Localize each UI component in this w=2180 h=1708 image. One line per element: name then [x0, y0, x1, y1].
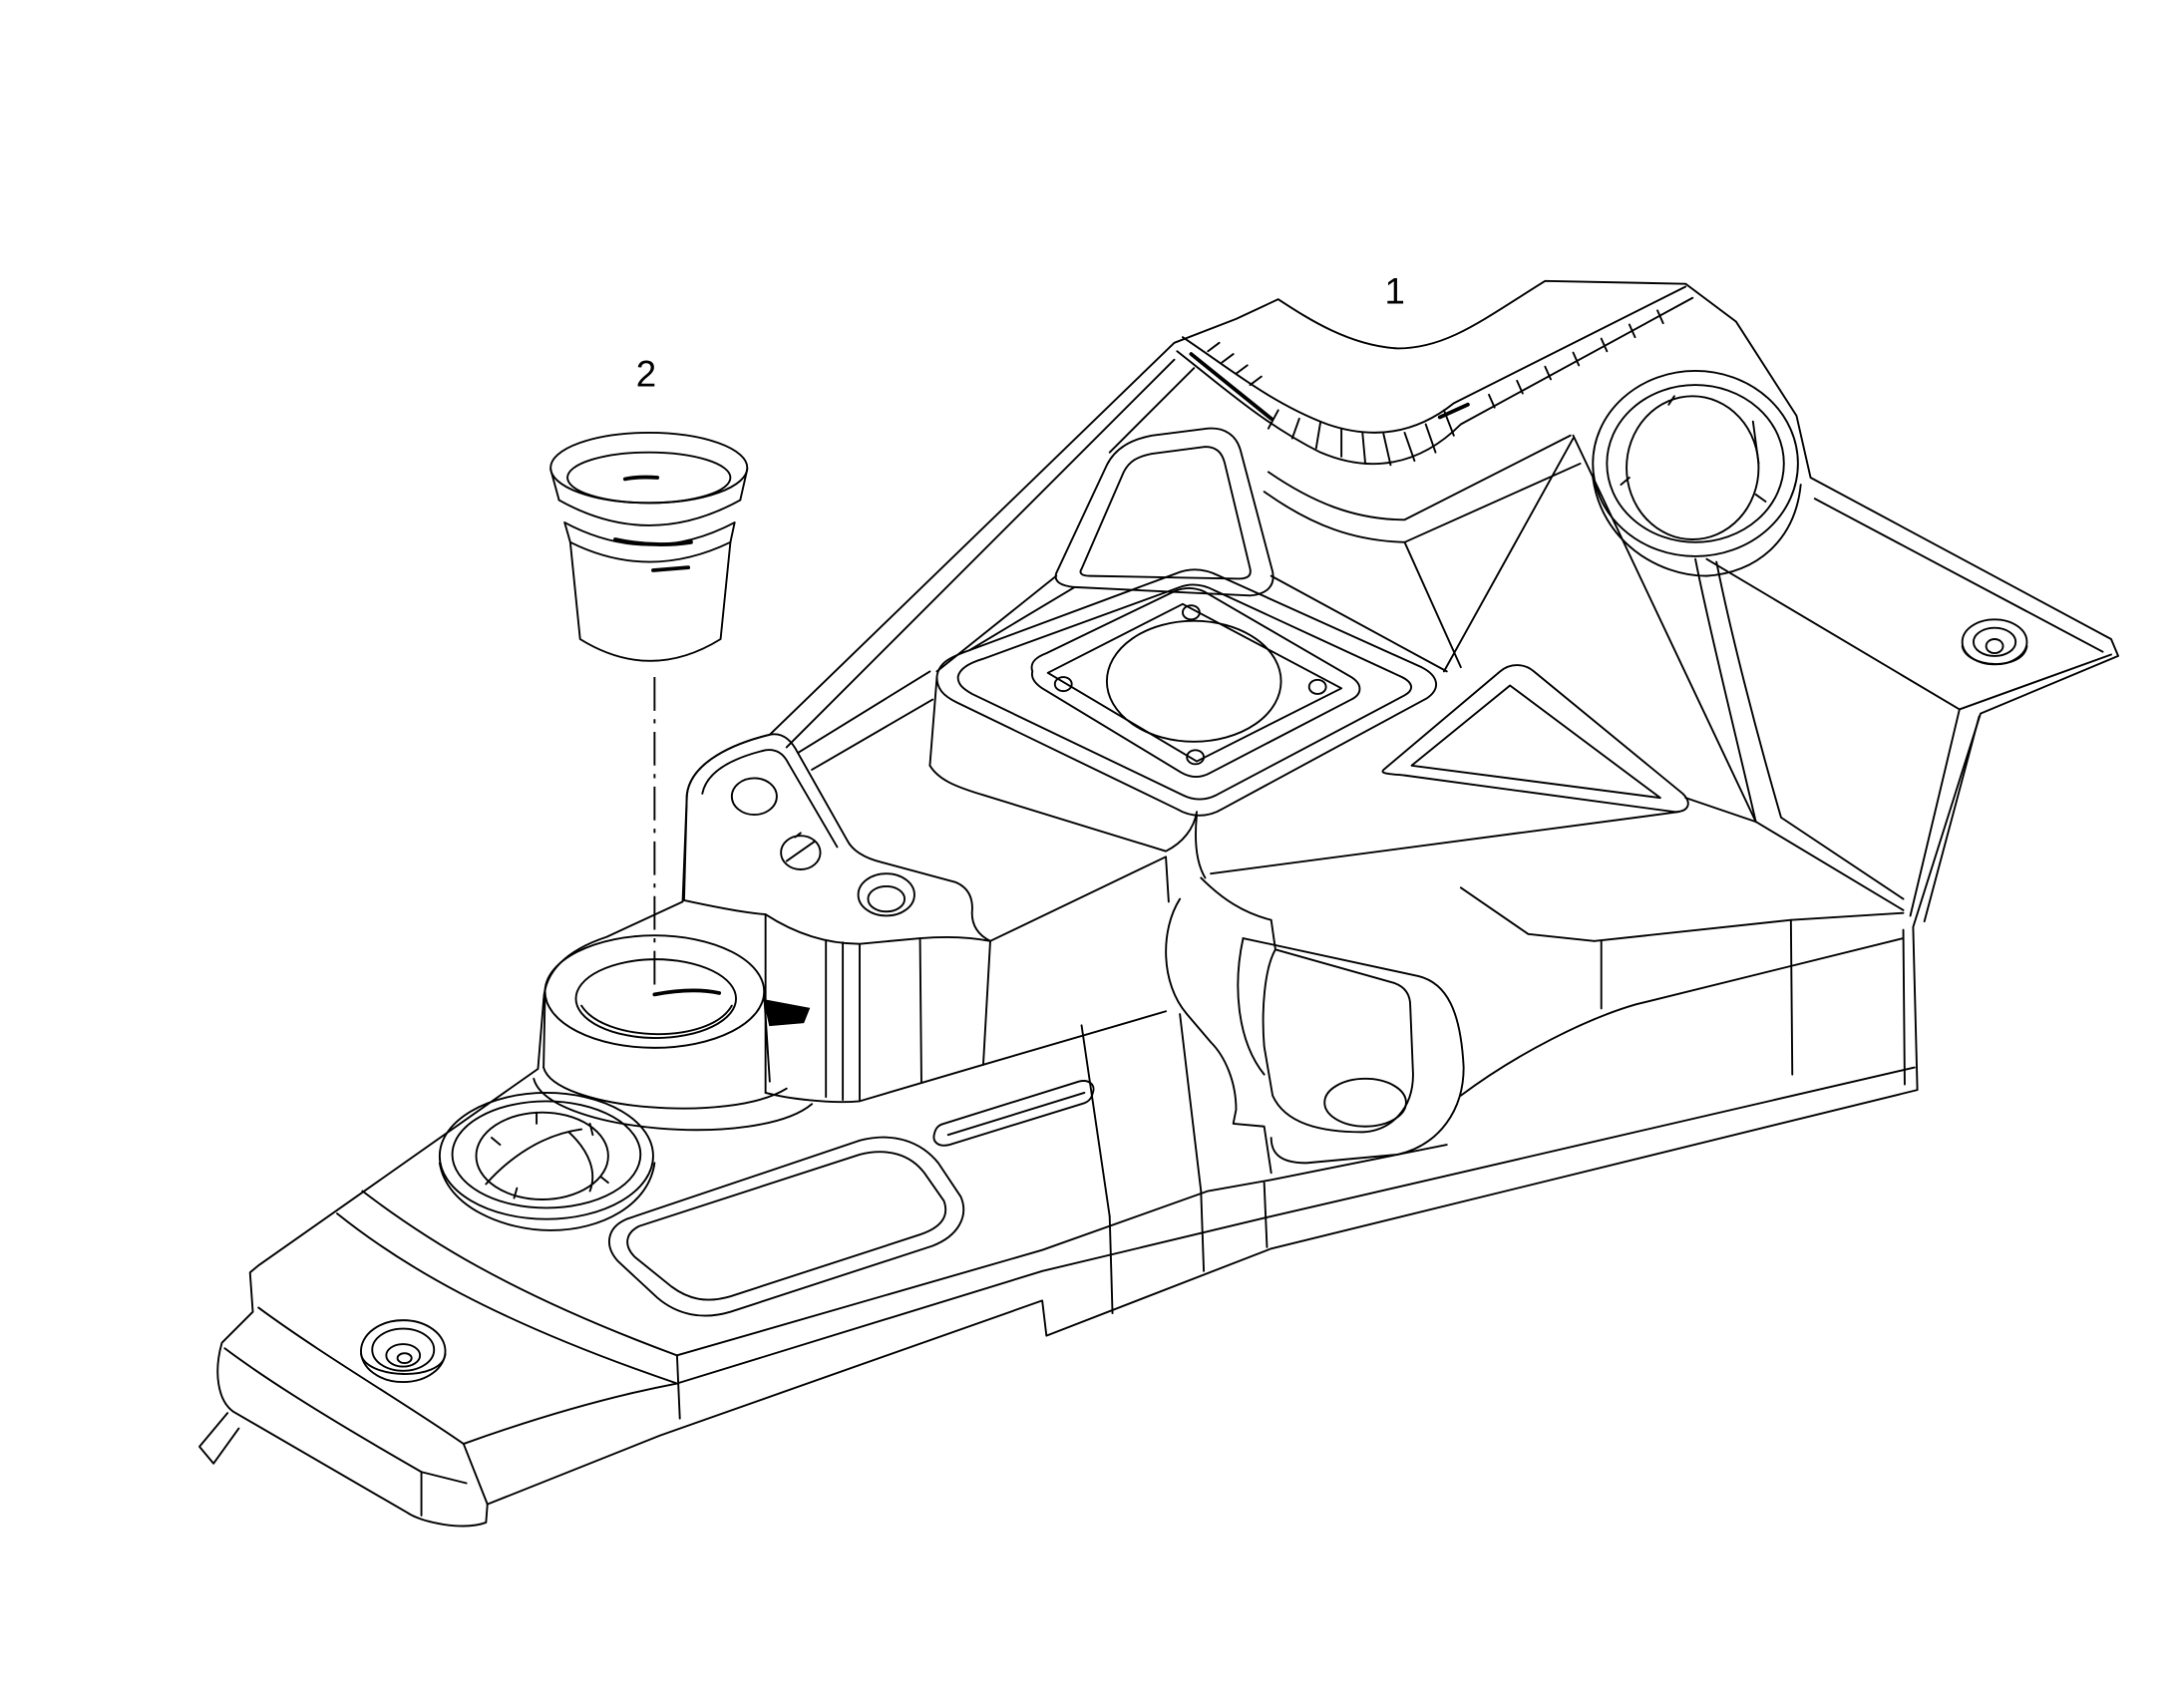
right-recess-inner — [1410, 684, 1661, 800]
lower-right-band — [1459, 918, 1905, 1097]
front-ring-base — [438, 1162, 656, 1231]
front-boss-inner — [385, 1343, 422, 1368]
right-ring-base — [1592, 477, 1802, 577]
filler-neck-inner — [580, 1004, 733, 1036]
filler-neck-mark — [652, 988, 722, 997]
pump-pocket-outer — [1242, 937, 1465, 1165]
nose-bevel-bottom — [223, 1347, 468, 1485]
block-left-edge — [682, 794, 767, 1094]
flange-bolt-hole — [1186, 749, 1206, 766]
cap-body — [568, 540, 732, 662]
nose-bracket — [198, 1412, 240, 1465]
front-boss-base — [360, 1352, 447, 1375]
front-ring-outer — [438, 1091, 654, 1220]
top-strip-lower — [1176, 296, 1694, 466]
front-fillet-1 — [361, 1190, 678, 1357]
top-pocket-ridges — [785, 358, 1196, 749]
right-plate-lines — [1593, 498, 2112, 1086]
central-verticals — [1080, 1013, 1203, 1217]
top-pocket-inner — [1079, 446, 1252, 580]
flange-plate — [1030, 586, 1361, 778]
pump-pocket — [1262, 948, 1414, 1134]
platform-walls — [928, 676, 1207, 879]
right-recess-outer — [1381, 664, 1689, 814]
side-band-top — [462, 1066, 1916, 1446]
top-pocket-outer — [1054, 427, 1274, 597]
flange-bolt-hole — [1307, 678, 1327, 695]
upper-plane-edges — [1263, 434, 1757, 824]
pump-opening — [1323, 1077, 1407, 1128]
flange-bolt-hole — [1053, 676, 1073, 693]
cap-part-2 — [549, 431, 749, 662]
flange-plate-inner — [1046, 602, 1343, 763]
block-top — [685, 733, 991, 942]
cap-inner-rim — [566, 451, 732, 505]
block-screw-slot — [785, 832, 816, 862]
front-boss-outer — [360, 1319, 447, 1384]
cap-bead-line — [557, 499, 742, 546]
right-boss-base — [1961, 645, 2028, 665]
central-ridge — [1165, 876, 1276, 1175]
front-cap — [475, 1111, 609, 1200]
cap-top-rim — [549, 431, 749, 505]
right-cap-tabs — [1620, 395, 1767, 503]
block-front-top — [764, 913, 991, 1066]
callout-1: 1 — [1384, 270, 1404, 311]
flange-opening — [1105, 619, 1282, 743]
top-strip-dark-rib — [1189, 352, 1470, 421]
front-boss-mid — [371, 1327, 436, 1372]
cap-outer-mark — [613, 537, 693, 546]
block-top-inner — [701, 749, 839, 849]
front-boss-hole — [396, 1352, 413, 1365]
flange-bolt-hole — [1182, 604, 1201, 621]
block-port-inner — [867, 884, 907, 913]
lower-slope-edge — [1210, 811, 1680, 942]
front-fillet-2 — [336, 1212, 678, 1385]
cap-step — [563, 521, 736, 563]
filler-boss-base — [533, 1066, 814, 1132]
filler-boss-inner — [574, 958, 738, 1039]
top-strip-hatching — [1207, 309, 1664, 467]
raised-pad-outer — [608, 1136, 965, 1317]
right-ring-outer — [1592, 370, 1799, 557]
block-hole — [730, 777, 778, 817]
block-screw — [780, 835, 822, 870]
filler-boss-wedge — [763, 999, 811, 1027]
platform-inner — [956, 583, 1412, 801]
vent-slot — [932, 1080, 1095, 1147]
callout-2: 2 — [636, 353, 656, 394]
block-bottom — [764, 1063, 984, 1104]
right-cap — [1626, 395, 1760, 540]
tank-part-1 — [198, 279, 2119, 1528]
right-ring-inner — [1606, 384, 1785, 543]
cap-body-mark — [651, 565, 691, 572]
raised-pad-inner — [626, 1151, 947, 1301]
block-port-outer — [857, 872, 915, 917]
side-divisions — [675, 1182, 1269, 1420]
filler-boss-outer — [544, 934, 766, 1049]
tank-outline — [216, 279, 2119, 1528]
side-top-edge — [675, 1144, 1448, 1357]
right-boss-mid — [1972, 626, 2017, 657]
front-cap-details — [485, 1111, 609, 1199]
cap-rim-sides — [549, 468, 749, 502]
front-ring-inner — [451, 1100, 642, 1209]
cap-inner-mark — [622, 475, 660, 482]
top-strip-upper — [1182, 285, 1687, 434]
block-front-verticals — [825, 937, 922, 1101]
trough-ridges — [797, 670, 1198, 1066]
nose-bevel-top — [257, 1306, 489, 1506]
right-boss-hole — [1985, 638, 2004, 655]
upper-plane-fillets — [1684, 557, 1905, 900]
